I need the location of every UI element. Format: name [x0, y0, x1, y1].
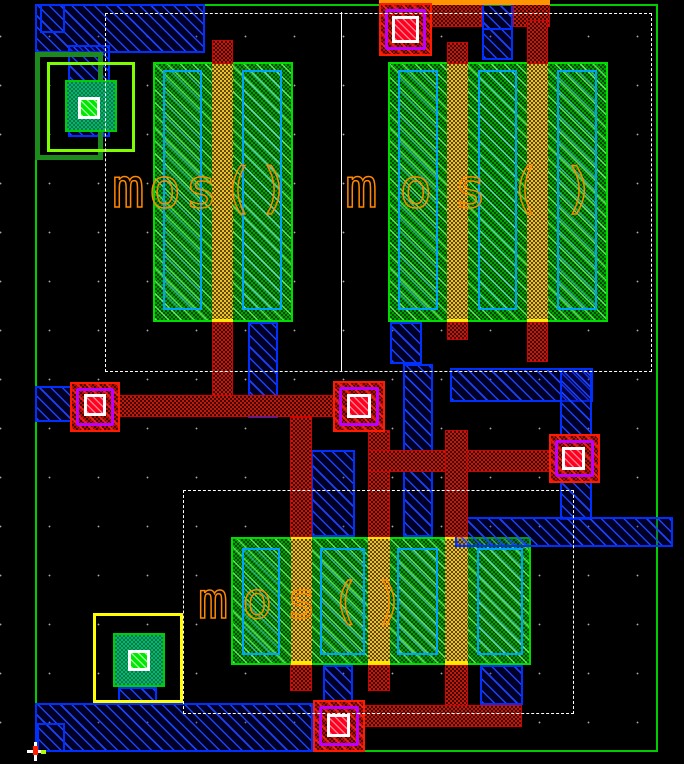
poly-top-edge-strip — [379, 0, 550, 5]
crosshair-cursor-dot — [41, 750, 46, 754]
via-cut[interactable] — [84, 394, 106, 416]
diffusion-contact-region[interactable] — [398, 70, 438, 310]
metal1-bottom-rail[interactable] — [35, 703, 313, 752]
metal2-trace[interactable] — [290, 417, 312, 537]
poly-riser[interactable] — [447, 322, 468, 340]
poly-gate[interactable] — [291, 537, 312, 665]
via-frame — [319, 706, 359, 746]
via-frame — [339, 387, 379, 426]
cell-divider-line — [341, 12, 342, 372]
via-surround[interactable] — [333, 381, 385, 432]
diffusion-contact-region[interactable] — [163, 70, 202, 310]
instance-boundary-top — [105, 13, 652, 372]
metal1-rail-notch — [37, 723, 65, 752]
contact-cut[interactable] — [78, 97, 100, 119]
poly-gate[interactable] — [212, 62, 233, 322]
gate-edge-marker — [447, 319, 468, 324]
tap-select-frame[interactable] — [93, 613, 183, 703]
gate-edge-marker — [368, 661, 390, 666]
poly-riser[interactable] — [212, 40, 233, 64]
gate-edge-marker — [212, 319, 233, 324]
diffusion-contact-region[interactable] — [557, 70, 597, 310]
device-label-mos-left: mos() — [111, 157, 295, 220]
poly-riser[interactable] — [212, 322, 233, 397]
poly-gate[interactable] — [368, 537, 390, 665]
gate-edge-marker — [527, 319, 548, 324]
poly-gate[interactable] — [527, 62, 548, 322]
metal1-column[interactable] — [323, 665, 353, 705]
via-frame — [385, 9, 426, 50]
poly-riser[interactable] — [527, 20, 548, 64]
metal1-column[interactable] — [390, 322, 422, 364]
diffusion-contact-region[interactable] — [478, 70, 517, 310]
metal1-top-right-square[interactable] — [482, 3, 513, 60]
via-cut[interactable] — [347, 394, 371, 418]
via-frame — [76, 388, 114, 426]
metal2-bottom-band[interactable] — [362, 705, 522, 727]
metal1-tbar[interactable] — [455, 517, 673, 547]
diffusion-contact-region[interactable] — [320, 548, 365, 655]
poly-gate[interactable] — [447, 62, 468, 322]
via-cut[interactable] — [562, 447, 585, 470]
via-cut[interactable] — [327, 714, 350, 737]
metal1-notch-outline — [40, 4, 65, 33]
metal1-column[interactable] — [480, 665, 523, 705]
gate-edge-marker — [291, 661, 312, 666]
instance-boundary-bottom — [183, 490, 574, 714]
device-label-mos-bottom: mos() — [197, 572, 419, 630]
crosshair-cursor-center — [33, 746, 38, 755]
diffusion-contact-region[interactable] — [242, 548, 280, 655]
metal2-trace[interactable] — [368, 665, 390, 691]
via-frame — [555, 440, 594, 477]
metal2-trace[interactable] — [445, 430, 468, 537]
via-cut[interactable] — [392, 16, 419, 43]
contact-cut[interactable] — [128, 650, 150, 671]
diffusion-contact-region[interactable] — [397, 548, 438, 655]
tap-select-frame[interactable] — [47, 62, 135, 152]
diffusion-contact-region[interactable] — [477, 548, 523, 655]
poly-riser[interactable] — [447, 42, 468, 64]
poly-riser[interactable] — [527, 322, 548, 362]
metal2-trace[interactable] — [115, 395, 338, 417]
gate-edge-marker — [445, 661, 468, 666]
metal1-tap2-strip[interactable] — [118, 687, 157, 704]
metal1-column[interactable] — [311, 450, 355, 537]
poly-gate[interactable] — [445, 537, 468, 665]
device-label-mos-right: mos() — [344, 157, 618, 220]
metal2-trace[interactable] — [290, 665, 312, 691]
diffusion-contact-region[interactable] — [242, 70, 282, 310]
